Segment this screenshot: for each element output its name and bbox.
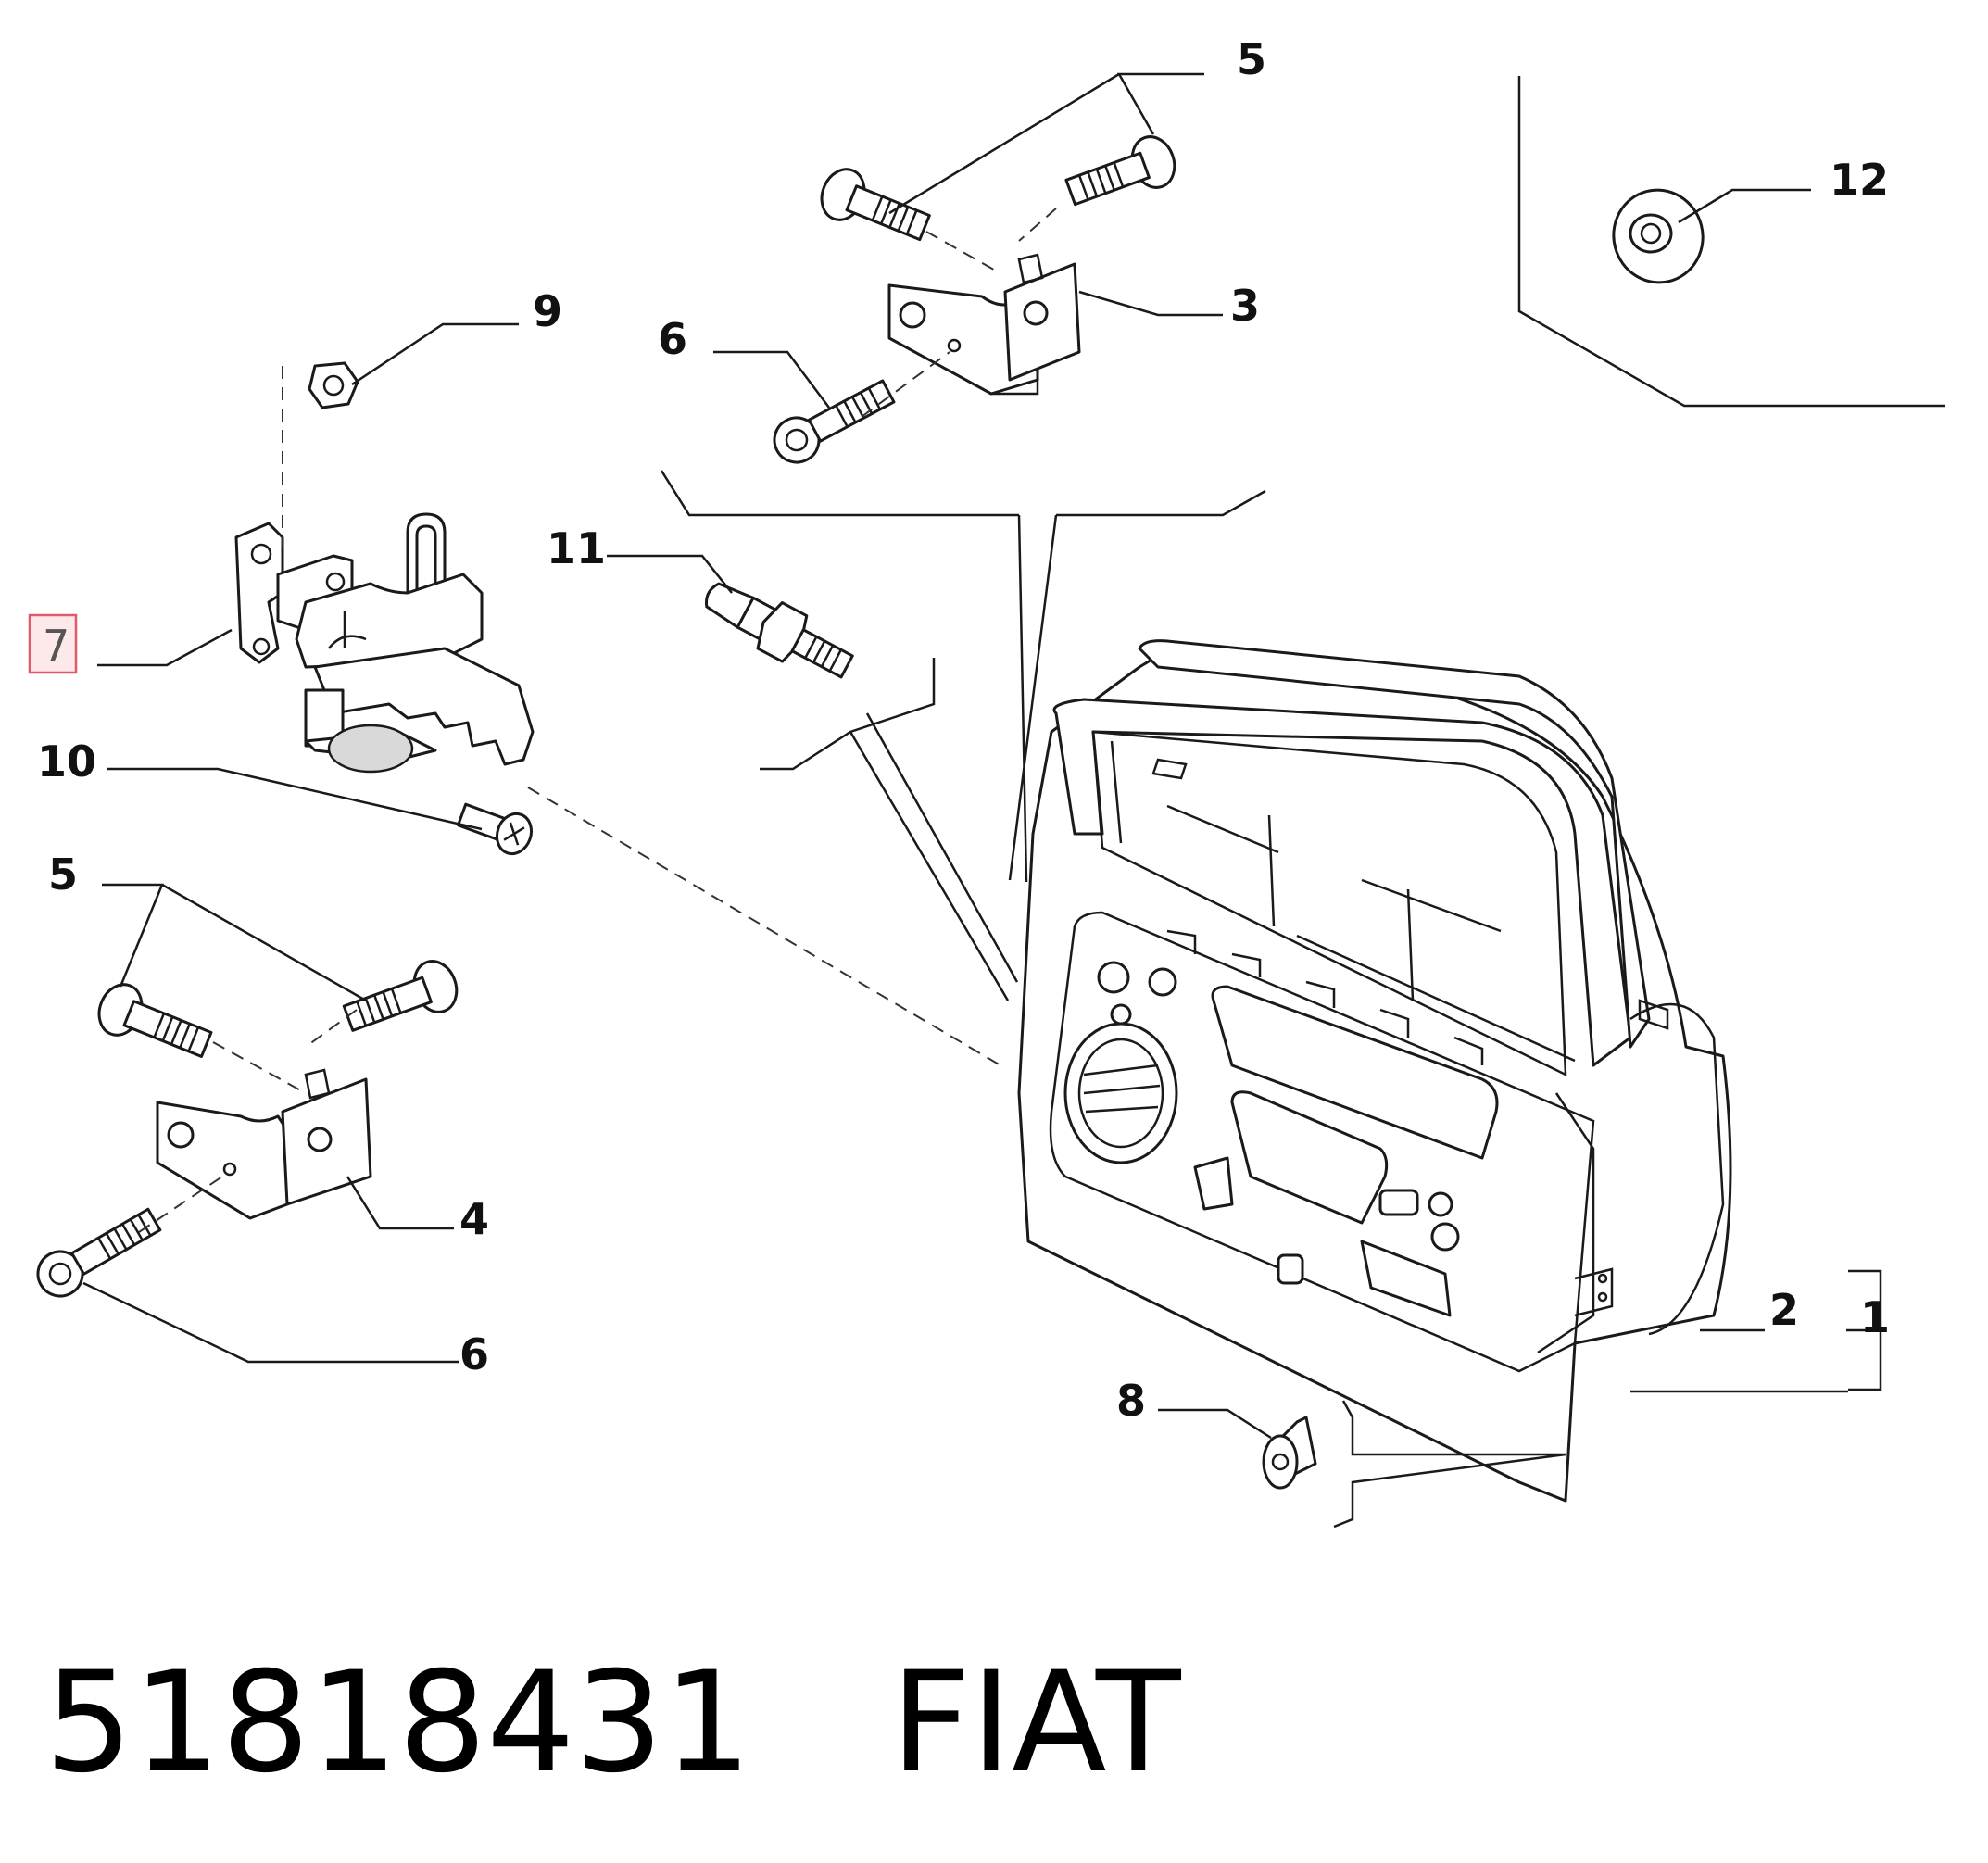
callout-labels: 1 2 3 4 5 5 6 6 7 8 9 10 11 12 bbox=[28, 34, 1890, 1426]
view-frame-lines bbox=[660, 76, 1945, 1529]
callout-12: 12 bbox=[1830, 155, 1889, 205]
callout-4: 4 bbox=[459, 1194, 489, 1244]
callout-6-bottom: 6 bbox=[459, 1329, 489, 1379]
part-caption: 51818431 FIAT bbox=[44, 1640, 1944, 1806]
part-4-lower-hinge bbox=[156, 1068, 372, 1220]
callout-leaders bbox=[82, 72, 1811, 1440]
callout-5-left: 5 bbox=[48, 850, 78, 900]
part-9-nut bbox=[308, 361, 359, 409]
part-11-stud bbox=[705, 582, 854, 679]
part-7-door-check bbox=[234, 512, 535, 774]
callout-6-top: 6 bbox=[658, 314, 687, 364]
part-6-bolt-bottom bbox=[36, 1207, 162, 1298]
part-12-nut bbox=[1612, 188, 1705, 284]
part-8-bump-stop bbox=[1262, 1416, 1317, 1490]
assembly-dashed-lines bbox=[138, 208, 1057, 1233]
part-3-upper-hinge bbox=[887, 253, 1081, 396]
part-5-bolts-left bbox=[97, 960, 459, 1058]
part-number: 51818431 bbox=[44, 1643, 752, 1804]
callout-3: 3 bbox=[1230, 281, 1260, 331]
callout-8: 8 bbox=[1116, 1376, 1146, 1426]
callout-10: 10 bbox=[37, 736, 96, 787]
exploded-parts-diagram: 1 2 3 4 5 5 6 6 7 8 9 10 11 12 bbox=[28, 34, 1945, 1529]
part-5-bolts-top bbox=[820, 135, 1176, 242]
brand-name: FIAT bbox=[890, 1643, 1181, 1804]
callout-9: 9 bbox=[533, 286, 562, 336]
callout-7-highlight-box bbox=[28, 613, 78, 674]
callout-11: 11 bbox=[547, 523, 606, 573]
door-panel bbox=[1017, 639, 1732, 1503]
callout-7: 7 bbox=[43, 621, 69, 671]
part-10-screw bbox=[457, 802, 534, 856]
door-assembly-bracket bbox=[1630, 1269, 1882, 1393]
callout-1: 1 bbox=[1860, 1292, 1890, 1342]
callout-2: 2 bbox=[1769, 1285, 1799, 1335]
callout-5-top: 5 bbox=[1237, 34, 1266, 84]
part-6-bolt-top bbox=[773, 379, 896, 464]
